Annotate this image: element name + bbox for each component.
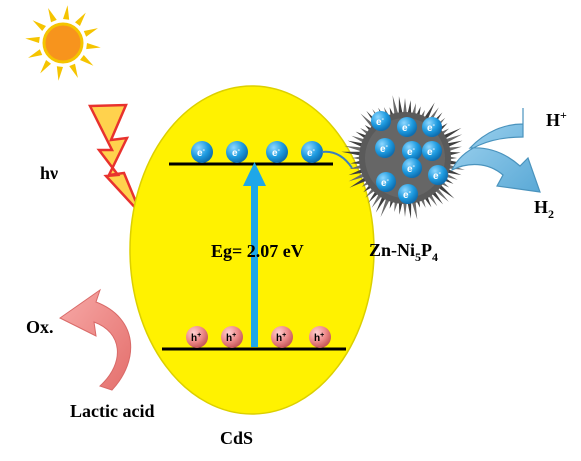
- cocatalyst-electron: e-: [375, 138, 395, 158]
- svg-text:e-: e-: [197, 147, 206, 159]
- cocatalyst-label: Zn-Ni5P4: [369, 240, 438, 264]
- lightning-icon: [88, 103, 143, 215]
- svg-text:e-: e-: [427, 122, 436, 134]
- cocatalyst-electron: e-: [398, 184, 418, 204]
- svg-text:h+: h+: [314, 332, 324, 344]
- cocatalyst-electron: e-: [428, 165, 448, 185]
- svg-text:e-: e-: [427, 146, 436, 158]
- cocatalyst-electron: e-: [402, 141, 422, 161]
- svg-text:e-: e-: [232, 147, 241, 159]
- hydrogen-label: H2: [534, 197, 554, 221]
- svg-text:e-: e-: [380, 143, 389, 155]
- cds-hole: h+: [186, 326, 208, 348]
- svg-text:e-: e-: [381, 177, 390, 189]
- cds-hole: h+: [309, 326, 331, 348]
- svg-text:h+: h+: [226, 332, 236, 344]
- svg-text:e-: e-: [433, 170, 442, 182]
- cds-electron: e-: [226, 141, 248, 163]
- cocatalyst-electron: e-: [422, 141, 442, 161]
- band-gap-arrow: [243, 162, 266, 347]
- cds-hole: h+: [221, 326, 243, 348]
- svg-text:e-: e-: [272, 147, 281, 159]
- oxidation-product-label: Ox.: [26, 317, 54, 337]
- cocatalyst-electron: e-: [371, 111, 391, 131]
- svg-text:h+: h+: [191, 332, 201, 344]
- cds-electron: e-: [266, 141, 288, 163]
- cocatalyst-electron: e-: [402, 158, 422, 178]
- sacrificial-agent-label: Lactic acid: [70, 401, 154, 421]
- cds-label: CdS: [220, 428, 253, 448]
- svg-text:e-: e-: [402, 122, 411, 134]
- proton-label: H+: [546, 108, 567, 130]
- cds-hole: h+: [271, 326, 293, 348]
- cds-electron: e-: [191, 141, 213, 163]
- hydrogen-evolution-arrow: [450, 108, 541, 193]
- svg-text:h+: h+: [276, 332, 286, 344]
- cds-electron: e-: [301, 141, 323, 163]
- band-gap-label: Eg= 2.07 eV: [211, 241, 304, 261]
- svg-text:e-: e-: [403, 189, 412, 201]
- cocatalyst-electron: e-: [422, 117, 442, 137]
- photon-label: hν: [40, 163, 58, 183]
- cocatalyst-electron: e-: [397, 117, 417, 137]
- svg-text:e-: e-: [407, 146, 416, 158]
- svg-text:e-: e-: [407, 163, 416, 175]
- cocatalyst-electron: e-: [376, 172, 396, 192]
- electron-transfer-path: [321, 150, 353, 169]
- sun-icon: [25, 5, 101, 81]
- oxidation-arrow: [59, 288, 132, 391]
- svg-text:e-: e-: [376, 116, 385, 128]
- svg-text:e-: e-: [307, 147, 316, 159]
